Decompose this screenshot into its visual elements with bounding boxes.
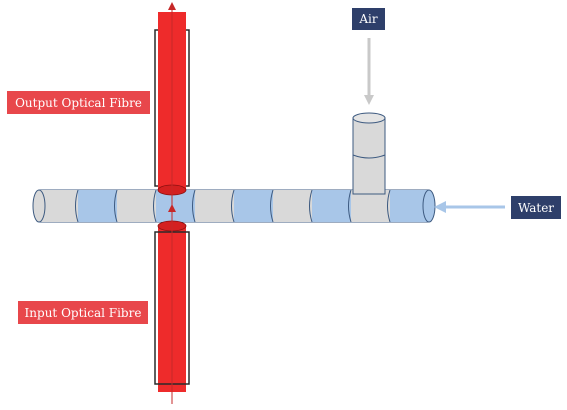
air-slug: [351, 190, 390, 222]
slug-boundary: [231, 189, 235, 223]
air-slug: [195, 190, 234, 222]
slug-boundary: [153, 189, 157, 223]
slug-boundary: [114, 189, 118, 223]
air-inlet-top: [352, 112, 386, 124]
air-inlet-tube: [352, 112, 386, 195]
water-label: Water: [511, 196, 561, 219]
output-optical-fibre: [154, 2, 190, 212]
air-inlet-ring: [352, 154, 386, 159]
input-optical-fibre: [154, 204, 190, 404]
slug-boundary: [270, 189, 274, 223]
slug-boundary: [75, 189, 79, 223]
air-slug: [117, 190, 156, 222]
channel-segments: [39, 189, 429, 223]
air-slug: [273, 190, 312, 222]
channel-right-end: [422, 189, 436, 223]
channel-left-end: [32, 189, 46, 223]
horizontal-channel: [32, 189, 436, 223]
slug-boundary: [387, 189, 391, 223]
slug-boundary: [309, 189, 313, 223]
water-slug: [234, 190, 273, 222]
air-label: Air: [352, 8, 385, 30]
air-inlet-body: [352, 117, 386, 195]
input-fibre-label: Input Optical Fibre: [18, 301, 148, 324]
output-fibre-label: Output Optical Fibre: [7, 91, 150, 114]
water-slug: [312, 190, 351, 222]
slug-boundary: [192, 189, 196, 223]
slug-boundary: [348, 189, 352, 223]
water-slug: [78, 190, 117, 222]
